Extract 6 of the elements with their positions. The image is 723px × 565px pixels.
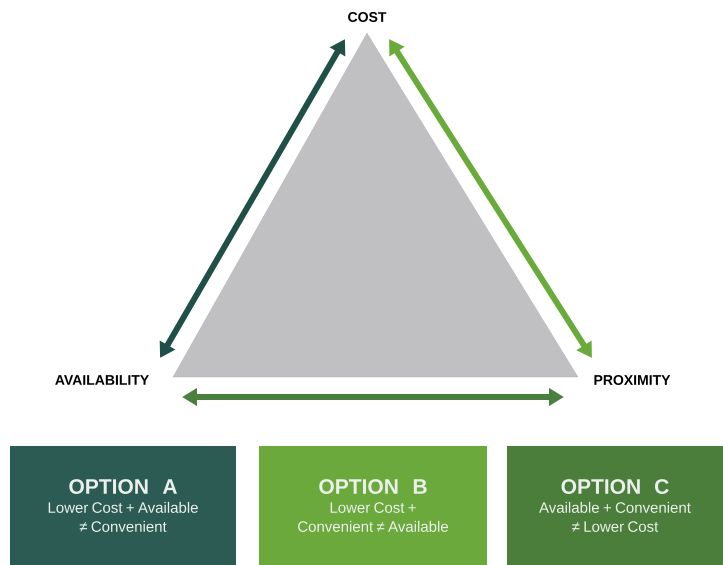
option-box: OPTION C Available + Convenient ≠ Lower Cost: [507, 446, 723, 565]
option-box: OPTION A Lower Cost + Available ≠ Convenient: [10, 446, 236, 565]
vertex-label: AVAILABILITY: [55, 375, 149, 385]
vertex-label: COST: [348, 12, 386, 22]
option-box: OPTION B Lower Cost + Convenient ≠ Available: [259, 446, 487, 565]
vertex-label: PROXIMITY: [594, 375, 670, 385]
